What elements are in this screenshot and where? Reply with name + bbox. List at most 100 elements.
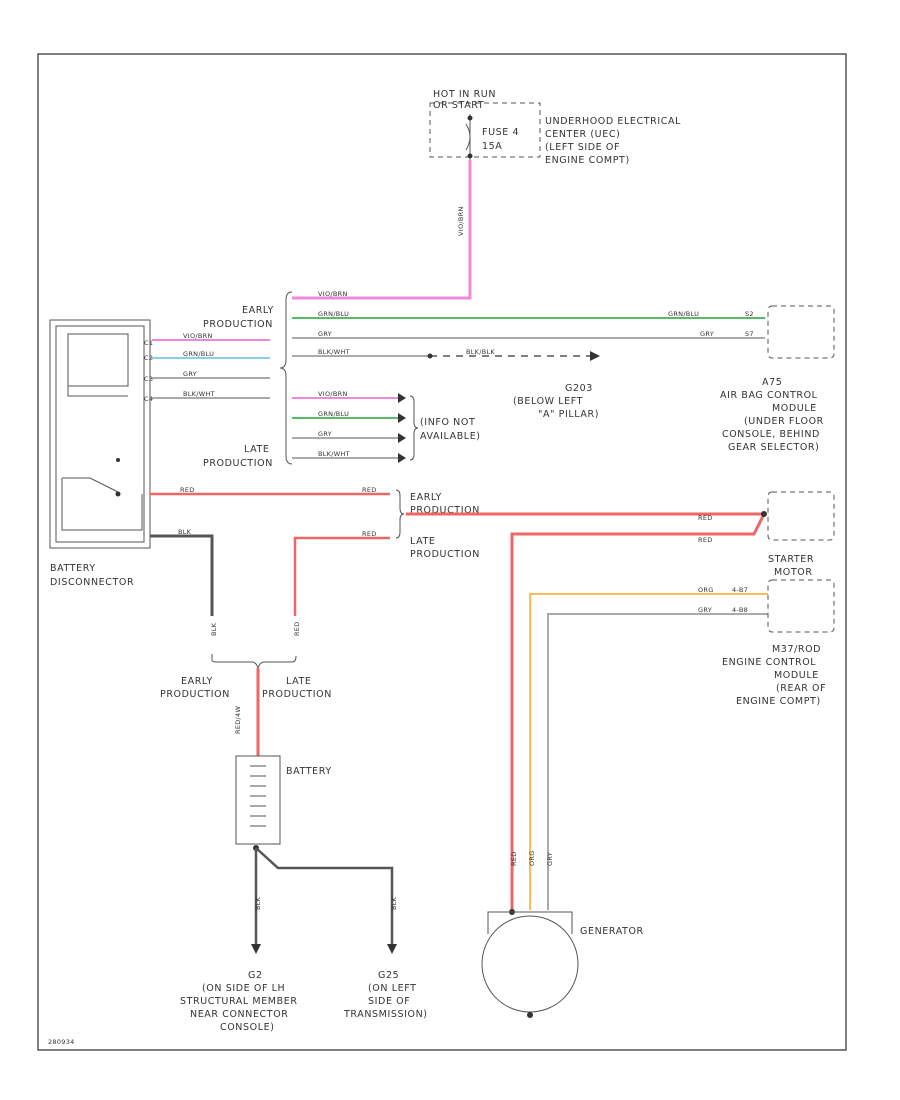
pin-4-b7: 4-B7 xyxy=(732,586,748,594)
pin-4-b8: 4-B8 xyxy=(732,606,748,614)
battery-disconnector-inner xyxy=(55,325,145,543)
underhood-label-2: CENTER (UEC) xyxy=(545,129,620,140)
fuse-symbol xyxy=(465,123,471,151)
airbag-label-4: (UNDER FLOOR xyxy=(744,416,824,427)
production-bracket-top xyxy=(279,291,293,465)
g2-label-1: G2 xyxy=(248,970,263,981)
wire-label-gry-late: GRY xyxy=(318,430,332,438)
ecm-label-5: ENGINE COMPT) xyxy=(736,696,821,707)
starter-label-1: STARTER xyxy=(768,554,814,565)
ecm-box xyxy=(767,579,835,633)
info-na-label-1: (INFO NOT xyxy=(420,417,475,428)
wire-label-gry-gen: GRY xyxy=(546,852,554,866)
wire-label-org-gen: ORG xyxy=(528,850,536,866)
wire-label-blk-1: BLK xyxy=(178,528,192,536)
pin-c3: C3 xyxy=(144,375,153,383)
wire-label-org: ORG xyxy=(698,586,714,594)
early-mid-label-1: EARLY xyxy=(410,492,442,503)
generator-label: GENERATOR xyxy=(580,926,644,937)
arrow-late-2 xyxy=(398,413,406,423)
starter-junction-dot xyxy=(761,511,767,517)
late-mid-label-1: LATE xyxy=(410,536,435,547)
battery-label: BATTERY xyxy=(286,766,332,777)
connector-block-base xyxy=(67,386,128,397)
wire-label-blk-g2: BLK xyxy=(254,896,262,910)
generator-circle xyxy=(481,915,579,1013)
connector-block xyxy=(67,333,129,387)
fuse-label-2: 15A xyxy=(482,141,502,152)
g25-label-3: SIDE OF xyxy=(368,996,410,1007)
diagram-frame xyxy=(37,53,847,1051)
wire-label-red-2: RED xyxy=(362,486,377,494)
wire-label-red-starter-1: RED xyxy=(698,514,713,522)
wire-label-blk-wht-late: BLK/WHT xyxy=(318,450,350,458)
wire-label-red-starter-2: RED xyxy=(698,536,713,544)
wire-label-grn-blu-short: GRN/BLU xyxy=(183,350,214,358)
switch-contact-dot xyxy=(115,491,121,497)
g2-label-2: (ON SIDE OF LH xyxy=(202,983,285,994)
starter-label-2: MOTOR xyxy=(774,567,813,578)
wire-red-generator xyxy=(510,513,766,910)
wire-label-gry-short: GRY xyxy=(183,370,197,378)
wire-label-grn-blu-late: GRN/BLU xyxy=(318,410,349,418)
g2-label-3: STRUCTURAL MEMBER xyxy=(180,996,298,1007)
g203-splice-dot xyxy=(427,353,433,359)
g203-label-1: G203 xyxy=(565,383,593,394)
generator-ground-dot xyxy=(527,1012,533,1018)
g203-ground-arrow xyxy=(590,351,600,361)
fuse-bottom-dot xyxy=(467,153,473,159)
hot-in-run-label-1: HOT IN RUN xyxy=(433,89,496,100)
info-na-bracket xyxy=(409,395,419,461)
airbag-module-box xyxy=(767,305,835,359)
early-low-label-1: EARLY xyxy=(181,676,213,687)
g2-label-5: CONSOLE) xyxy=(220,1022,275,1033)
airbag-label-5: CONSOLE, BEHIND xyxy=(722,429,820,440)
wire-label-gry-right: GRY xyxy=(700,330,714,338)
underhood-center-box xyxy=(429,102,541,158)
g2-ground-arrow xyxy=(251,944,261,954)
early-low-label-2: PRODUCTION xyxy=(160,689,230,700)
fuse-top-dot xyxy=(467,115,473,121)
pin-c1: C1 xyxy=(144,339,153,347)
battery-disconnector-box xyxy=(49,319,151,549)
battery-disconnector-label-2: DISCONNECTOR xyxy=(50,577,134,588)
wire-vio-brn-fuse xyxy=(292,160,472,300)
late-mid-label-2: PRODUCTION xyxy=(410,549,480,560)
wire-org xyxy=(529,593,768,910)
underhood-label-4: ENGINE COMPT) xyxy=(545,155,630,166)
wire-blk-disconnector xyxy=(150,534,214,616)
switch-arm xyxy=(62,477,119,493)
wire-label-blk-2: BLK xyxy=(210,622,218,636)
wire-gry-ecm xyxy=(547,613,768,910)
g25-label-1: G25 xyxy=(378,970,399,981)
g203-label-3: "A" PILLAR) xyxy=(538,409,599,420)
pin-c4: C4 xyxy=(144,395,153,403)
wire-label-vio-brn-top: VIO/BRN xyxy=(318,290,348,298)
g203-label-2: (BELOW LEFT xyxy=(513,396,583,407)
pin-s7: S7 xyxy=(745,330,754,338)
wire-label-red-vert: RED xyxy=(293,621,301,636)
fuse-label-1: FUSE 4 xyxy=(482,127,519,138)
g25-label-4: TRANSMISSION) xyxy=(343,1009,428,1020)
arrow-late-3 xyxy=(398,433,406,443)
starter-motor-box xyxy=(767,491,835,541)
diagram-id: 280934 xyxy=(48,1038,75,1046)
late-top-label-1: LATE xyxy=(244,444,269,455)
wire-label-blk-wht-early: BLK/WHT xyxy=(318,348,350,356)
switch-frame xyxy=(61,478,143,531)
battery-box xyxy=(235,755,281,845)
underhood-label-1: UNDERHOOD ELECTRICAL xyxy=(545,116,681,127)
late-top-label-2: PRODUCTION xyxy=(203,458,273,469)
early-top-label-1: EARLY xyxy=(242,305,274,316)
g25-ground-arrow xyxy=(387,944,397,954)
wire-label-red-gen: RED xyxy=(510,851,518,866)
wire-label-red-4w: RED/4W xyxy=(234,706,242,734)
airbag-label-1: A75 xyxy=(762,377,782,388)
ecm-label-3: MODULE xyxy=(774,670,819,681)
wire-label-g203: BLK/BLK xyxy=(466,348,495,356)
g2-label-4: NEAR CONNECTOR xyxy=(190,1009,288,1020)
wire-blk-g25 xyxy=(255,847,394,946)
g25-label-2: (ON LEFT xyxy=(368,983,417,994)
switch-pivot-dot xyxy=(116,458,120,462)
early-top-label-2: PRODUCTION xyxy=(203,319,273,330)
